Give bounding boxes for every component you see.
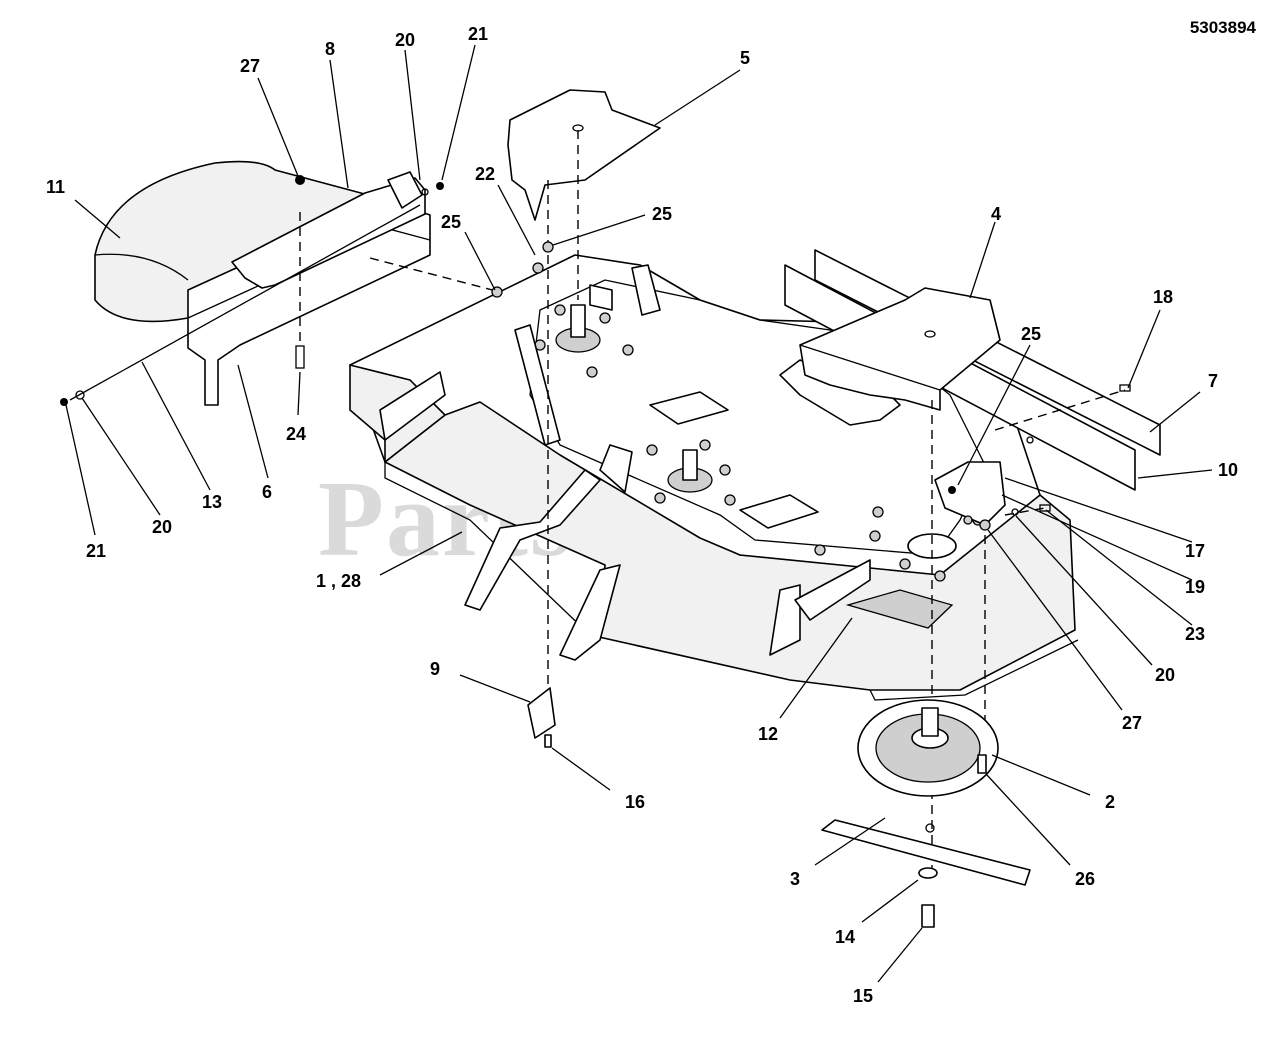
callout-9: 9 [430, 659, 440, 679]
callout-22: 22 [475, 164, 495, 184]
spindle-assembly [857, 699, 999, 797]
callout-25: 25 [441, 212, 461, 232]
callout-8: 8 [325, 39, 335, 59]
callout-26: 26 [1075, 869, 1095, 889]
callout-24: 24 [286, 424, 306, 444]
pivot-bracket [934, 461, 1006, 531]
callout-5: 5 [740, 48, 750, 68]
callout-20: 20 [1155, 665, 1175, 685]
chute-hinge-bracket [231, 171, 426, 289]
callout-21: 21 [86, 541, 106, 561]
callout-1-28: 1 , 28 [316, 571, 361, 591]
deck-brackets [379, 264, 871, 661]
callout-19: 19 [1185, 577, 1205, 597]
bracket-bolt [544, 734, 552, 748]
washer [918, 867, 938, 879]
callout-11: 11 [46, 177, 65, 197]
callout-27: 27 [1122, 713, 1142, 733]
callout-23: 23 [1185, 624, 1205, 644]
callout-12: 12 [758, 724, 778, 744]
callout-25: 25 [1021, 324, 1041, 344]
spindle-bosses [555, 304, 713, 493]
blade-bolt [921, 904, 935, 928]
callouts: 5 8 20 21 27 11 22 25 25 4 18 25 7 10 24… [46, 24, 1238, 1006]
hinge-rod [69, 204, 421, 401]
bolt-icon [295, 345, 305, 369]
callout-15: 15 [853, 986, 873, 1006]
callout-7: 7 [1208, 371, 1218, 391]
callout-4: 4 [991, 204, 1001, 224]
callout-20: 20 [152, 517, 172, 537]
callout-3: 3 [790, 869, 800, 889]
callout-6: 6 [262, 482, 272, 502]
callout-25: 25 [652, 204, 672, 224]
discharge-chute [94, 160, 373, 323]
callout-21: 21 [468, 24, 488, 44]
callout-16: 16 [625, 792, 645, 812]
callout-2: 2 [1105, 792, 1115, 812]
blade [821, 819, 1031, 886]
callout-18: 18 [1153, 287, 1173, 307]
skid-plate [845, 589, 954, 629]
nut-icon [295, 175, 305, 185]
small-bracket [527, 687, 556, 739]
callout-20: 20 [395, 30, 415, 50]
callout-13: 13 [202, 492, 222, 512]
callout-17: 17 [1185, 541, 1205, 561]
callout-27: 27 [240, 56, 260, 76]
belt-cover-right [799, 287, 1001, 411]
leader-lines [65, 44, 1213, 983]
belt-cover-left [507, 89, 661, 221]
callout-10: 10 [1218, 460, 1238, 480]
figure-id: 5303894 [1189, 18, 1256, 37]
callout-14: 14 [835, 927, 855, 947]
